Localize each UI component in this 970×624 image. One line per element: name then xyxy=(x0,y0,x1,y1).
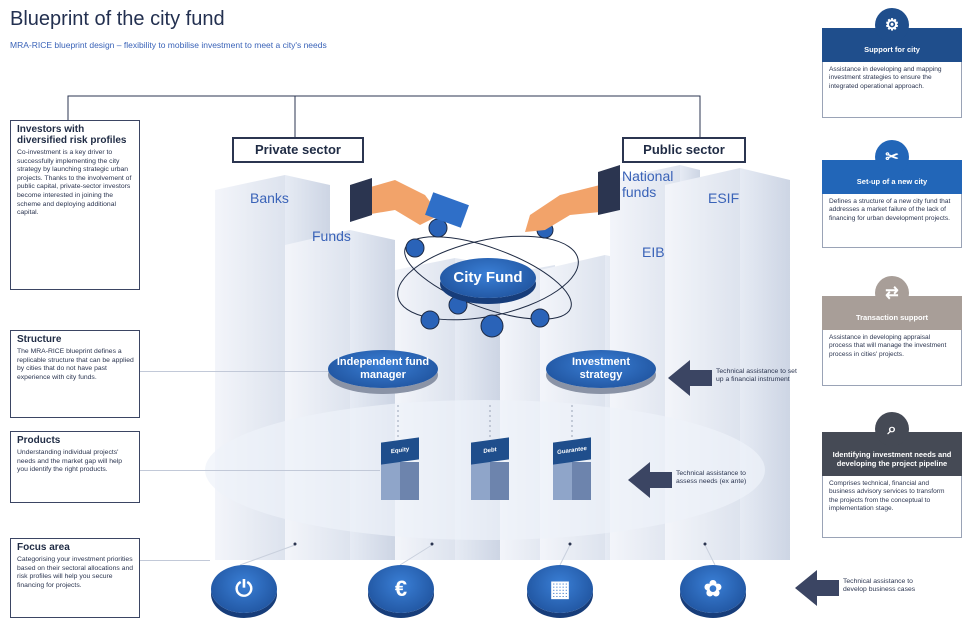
city-fund-label: City Fund xyxy=(453,269,523,286)
product-equity: Equity xyxy=(381,437,419,500)
info-box-structure: Structure The MRA-RICE blueprint defines… xyxy=(10,330,140,418)
info-box-focus-area: Focus area Categorising your investment … xyxy=(10,538,140,618)
card-text: Assistance in developing appraisal proce… xyxy=(822,330,962,386)
info-box-text: The MRA-RICE blueprint defines a replica… xyxy=(17,348,134,381)
card-set-up-new-city: ✂ Set-up of a new city Defines a structu… xyxy=(822,140,962,248)
technical-assistance-note: Technical assistance to develop business… xyxy=(843,578,916,594)
technical-assistance-note: Technical assistance to set up a financi… xyxy=(716,368,797,384)
city-fund-disc: City Fund xyxy=(440,258,536,298)
info-box-text: Co-investment is a key driver to success… xyxy=(17,149,132,217)
product-label: Guarantee xyxy=(553,437,591,465)
info-box-products: Products Understanding individual projec… xyxy=(10,431,140,503)
card-heading: Support for city xyxy=(864,45,920,54)
tools-icon: ✂ xyxy=(875,140,909,174)
page-title: Blueprint of the city fund xyxy=(10,8,225,30)
eco-gear-icon: ✿ xyxy=(680,565,746,613)
card-heading: Identifying investment needs and develop… xyxy=(832,450,952,468)
product-label: Debt xyxy=(471,437,509,465)
investment-strategy-label: Investment strategy xyxy=(571,356,631,381)
product-label: Equity xyxy=(381,437,419,465)
building-icon: ▦ xyxy=(527,565,593,613)
info-box-heading: Focus area xyxy=(17,542,70,553)
arrow-icon xyxy=(668,360,712,396)
tower-label-eib: EIB xyxy=(642,244,665,260)
info-box-heading: Structure xyxy=(17,334,62,345)
tower-label-banks: Banks xyxy=(250,190,289,206)
public-sector-label: Public sector xyxy=(622,137,746,163)
investment-hand-icon: € xyxy=(368,565,434,613)
info-box-text: Categorising your investment priorities … xyxy=(17,556,133,589)
card-header: ⌕ Identifying investment needs and devel… xyxy=(822,412,962,476)
arrow-icon xyxy=(628,462,672,498)
investor-hand-right xyxy=(525,185,600,232)
card-text: Assistance in developing and mapping inv… xyxy=(822,62,962,118)
card-text: Comprises technical, financial and busin… xyxy=(822,476,962,538)
connector-line xyxy=(140,470,380,471)
arrow-icon xyxy=(795,570,839,606)
magnifier-icon: ⌕ xyxy=(875,412,909,446)
connector-line xyxy=(140,371,350,372)
fund-manager-label: Independent fund manager xyxy=(336,356,430,381)
card-support-for-city: ⚙ Support for city Assistance in develop… xyxy=(822,8,962,118)
product-debt: Debt xyxy=(471,437,509,500)
tower-label-esif: ESIF xyxy=(708,190,740,206)
card-heading: Transaction support xyxy=(855,313,929,322)
energy-plug-icon: ⏻ xyxy=(211,565,277,613)
investment-strategy-disc: Investment strategy xyxy=(546,350,656,388)
investor-hand-left xyxy=(360,180,440,225)
connector-line xyxy=(67,95,701,137)
tower-label-funds: Funds xyxy=(312,228,351,244)
tower-label-national-funds: National funds xyxy=(622,168,674,200)
card-header: ⇄ Transaction support xyxy=(822,276,962,330)
card-text: Defines a structure of a new city fund t… xyxy=(822,194,962,248)
gears-icon: ⚙ xyxy=(875,8,909,42)
card-transaction-support: ⇄ Transaction support Assistance in deve… xyxy=(822,276,962,386)
card-header: ⚙ Support for city xyxy=(822,8,962,62)
info-box-investors: Investors with diversified risk profiles… xyxy=(10,120,140,290)
info-box-heading: Investors with diversified risk profiles xyxy=(17,124,127,146)
page-subtitle: MRA-RICE blueprint design – flexibility … xyxy=(10,40,327,50)
info-box-heading: Products xyxy=(17,435,61,446)
card-identifying-investment-needs: ⌕ Identifying investment needs and devel… xyxy=(822,412,962,538)
fund-manager-disc: Independent fund manager xyxy=(328,350,438,388)
info-box-text: Understanding individual projects' needs… xyxy=(17,449,123,474)
card-header: ✂ Set-up of a new city xyxy=(822,140,962,194)
technical-assistance-note: Technical assistance to assess needs (ex… xyxy=(676,470,747,486)
private-sector-label: Private sector xyxy=(232,137,364,163)
connector-line xyxy=(140,560,210,561)
card-heading: Set-up of a new city xyxy=(856,177,928,186)
product-guarantee: Guarantee xyxy=(553,437,591,500)
sliders-icon: ⇄ xyxy=(875,276,909,310)
